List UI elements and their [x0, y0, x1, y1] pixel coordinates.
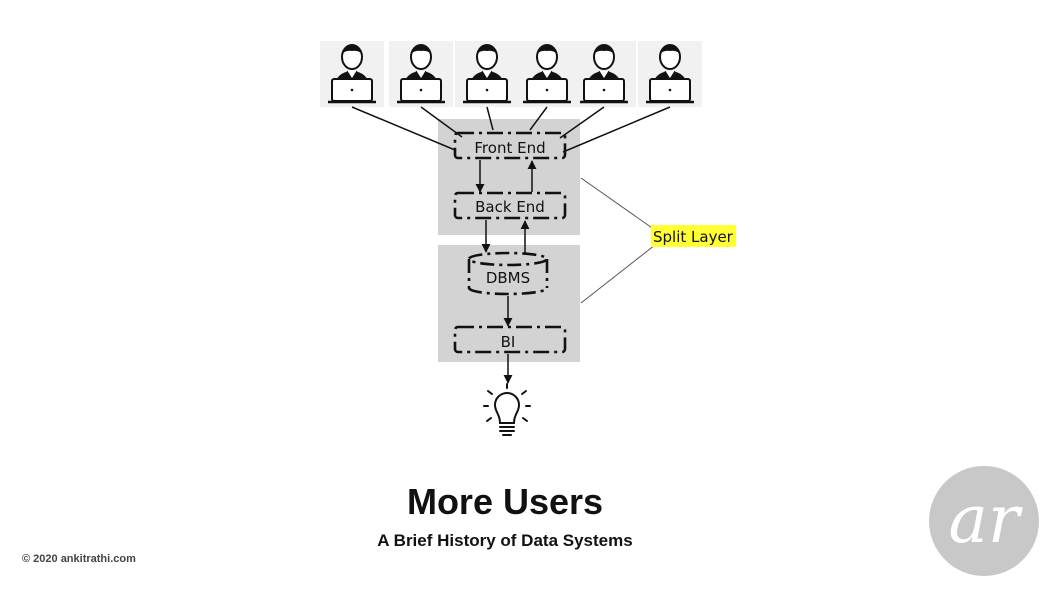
users-row — [318, 39, 704, 109]
user-icon — [513, 39, 581, 109]
copyright-text: © 2020 ankitrathi.com — [22, 553, 136, 565]
page-subtitle: A Brief History of Data Systems — [377, 531, 633, 550]
bi-node: BI — [453, 325, 567, 354]
dbms-node — [467, 251, 549, 296]
user-icon — [570, 39, 638, 109]
page-title: More Users — [406, 481, 604, 522]
logo-text: ar — [949, 481, 1023, 558]
front-end-node: Front End — [453, 131, 567, 160]
split-layer-label: Split Layer — [653, 228, 734, 246]
logo: ar — [929, 466, 1039, 576]
split-layer-callout: Split Layer — [651, 225, 736, 247]
lightbulb-icon — [483, 383, 531, 436]
dbms-label: DBMS — [486, 269, 530, 287]
user-icon — [318, 39, 386, 109]
front-end-label: Front End — [474, 139, 545, 157]
user-icon — [453, 39, 521, 109]
back-end-label: Back End — [475, 198, 545, 216]
callout-lines — [580, 177, 656, 304]
back-end-node: Back End — [453, 191, 567, 220]
user-connectors — [351, 106, 671, 153]
user-icon — [387, 39, 455, 109]
application-layer — [438, 119, 580, 235]
bi-label: BI — [501, 333, 516, 351]
user-icon — [636, 39, 704, 109]
